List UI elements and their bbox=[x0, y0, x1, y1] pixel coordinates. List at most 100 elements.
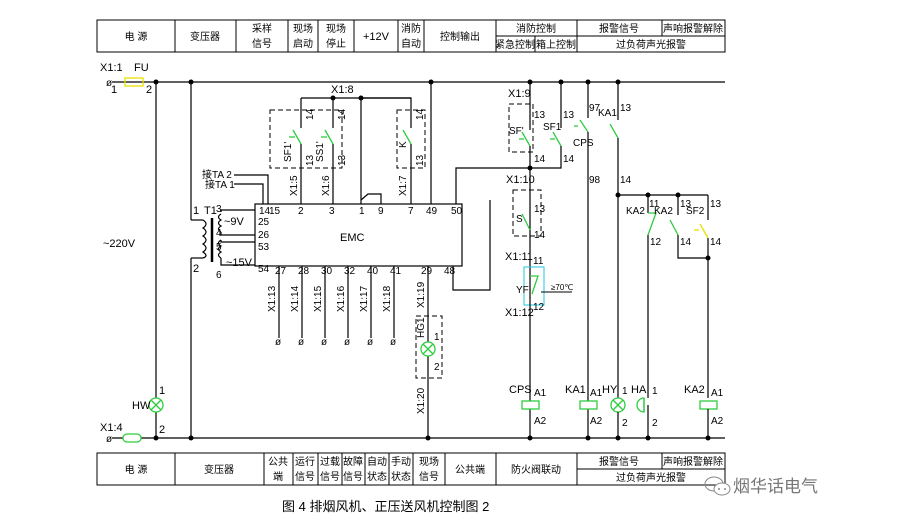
pin-2: 2 bbox=[298, 206, 304, 217]
label-ka2-14: 14 bbox=[680, 237, 692, 248]
top-header-table: 电 源 变压器 采样 信号 现场 启动 现场 停止 +12V 消防 自动 控制输… bbox=[96, 19, 726, 53]
label-s-13: 13 bbox=[534, 204, 546, 215]
coil-ka2-icon bbox=[699, 400, 718, 410]
coil-cps-icon bbox=[521, 400, 540, 410]
terminal-icon: ø bbox=[344, 337, 350, 348]
label-9v: ~9V bbox=[224, 216, 245, 228]
label-k-14: 14 bbox=[415, 108, 426, 120]
hdr-box-control: 箱上控制 bbox=[536, 38, 576, 51]
contact-ka2-nc-icon bbox=[647, 212, 657, 236]
pin-9: 9 bbox=[378, 206, 384, 217]
terminal-x1-4-icon: ø bbox=[106, 434, 112, 445]
bhdr-run-1: 运行 bbox=[295, 455, 315, 468]
label-ss1p-14: 14 bbox=[337, 108, 348, 120]
pin-53: 53 bbox=[258, 242, 270, 253]
contact-ka1-icon bbox=[609, 123, 619, 139]
pin-27: 27 bbox=[275, 266, 287, 277]
emc-top-pins: 14 15 2 3 1 9 7 49 50 bbox=[259, 206, 463, 217]
sfp-group bbox=[508, 103, 534, 153]
switch-sf1p-icon bbox=[292, 129, 302, 145]
label-ka1-a1: A1 bbox=[590, 388, 603, 399]
bhdr-common-end: 公共端 bbox=[455, 463, 485, 476]
label-ha: HA bbox=[631, 384, 647, 396]
buzzer-ha-icon bbox=[636, 397, 645, 413]
terminal-icon: ø bbox=[298, 337, 304, 348]
hg1-group bbox=[415, 315, 443, 379]
yf-group bbox=[523, 266, 545, 306]
label-emc: EMC bbox=[340, 232, 365, 244]
label-hg1-1: 1 bbox=[434, 332, 440, 343]
label-hw-2: 2 bbox=[159, 424, 165, 436]
pin-32: 32 bbox=[344, 266, 356, 277]
label-ka2-no: KA2 bbox=[654, 206, 673, 217]
label-hy-2: 2 bbox=[622, 418, 628, 429]
sf1-ss1-group bbox=[269, 109, 343, 169]
label-sf1: SF1 bbox=[543, 122, 562, 133]
label-ta2: 接TA 2 bbox=[202, 168, 232, 181]
terminal-icon: ø bbox=[321, 337, 327, 348]
bhdr-overload-1: 过载 bbox=[320, 455, 340, 468]
label-t1-5: 5 bbox=[216, 242, 222, 253]
fuse-fu-icon bbox=[124, 77, 144, 87]
label-sf1-14: 14 bbox=[563, 154, 575, 165]
hdr-fire-control: 消防控制 bbox=[516, 22, 556, 35]
emc-left-pins: 25 26 53 54 bbox=[258, 217, 270, 275]
label-x1-7: X1:7 bbox=[398, 175, 409, 196]
switch-k-icon bbox=[402, 129, 412, 145]
label-x1-13: X1:13 bbox=[267, 285, 278, 312]
label-t1-3: 3 bbox=[216, 204, 222, 215]
label-cps-98: 98 bbox=[589, 175, 601, 186]
label-sf2-14: 14 bbox=[710, 237, 722, 248]
label-ka1-a2: A2 bbox=[590, 416, 603, 427]
label-yf-11: 11 bbox=[533, 256, 544, 267]
terminal-bank: ø ø ø ø ø ø X1:13 X1:14 X1:15 X1:16 X1:1… bbox=[267, 266, 396, 348]
bhdr-overload-2: 信号 bbox=[320, 471, 340, 483]
pin-48: 48 bbox=[444, 266, 456, 277]
lamp-hy-icon bbox=[610, 397, 626, 413]
watermark-text: 烟华话电气 bbox=[733, 477, 818, 496]
pin-29: 29 bbox=[421, 266, 433, 277]
coil-ka1-icon bbox=[579, 400, 598, 410]
bhdr-common-1: 公共 bbox=[268, 456, 288, 468]
label-sf2: SF2 bbox=[686, 206, 705, 217]
label-hg1: HG1 bbox=[416, 317, 427, 338]
label-sfp-14: 14 bbox=[534, 154, 546, 165]
pin-40: 40 bbox=[367, 266, 379, 277]
label-x1-5: X1:5 bbox=[289, 175, 300, 196]
label-fu: FU bbox=[134, 62, 149, 74]
label-cps-97: 97 bbox=[589, 103, 601, 114]
label-cps-a1: A1 bbox=[534, 388, 547, 399]
hdr-control-output: 控制输出 bbox=[440, 30, 480, 43]
contact-cps-icon bbox=[579, 119, 589, 133]
label-cps-coil: CPS bbox=[509, 384, 532, 396]
hdr-emergency-control: 紧急控制 bbox=[495, 38, 535, 51]
label-ha-2: 2 bbox=[652, 418, 658, 429]
pin-1: 1 bbox=[359, 206, 365, 217]
bhdr-manual-1: 手动 bbox=[391, 455, 411, 468]
label-15v: ~15V bbox=[226, 257, 253, 269]
emc-module bbox=[254, 203, 463, 267]
label-k-13: 13 bbox=[415, 154, 426, 166]
pin-50: 50 bbox=[451, 206, 463, 217]
label-x1-19: X1:19 bbox=[416, 281, 427, 308]
pin-41: 41 bbox=[390, 266, 402, 277]
bhdr-auto-1: 自动 bbox=[367, 455, 387, 468]
switch-sfp-icon bbox=[521, 131, 531, 147]
bhdr-sound-release: 声响报警解除 bbox=[663, 455, 723, 468]
damper-yf-icon bbox=[530, 275, 539, 295]
label-t1-1: 1 bbox=[193, 205, 199, 217]
hdr-sample-2: 信号 bbox=[252, 38, 272, 50]
label-ka2-coil: KA2 bbox=[684, 384, 705, 396]
label-x1-18: X1:18 bbox=[382, 285, 393, 312]
hdr-field-start-1: 现场 bbox=[293, 22, 313, 35]
label-ss1p: SS1' bbox=[315, 141, 326, 162]
transformer-t1-icon bbox=[201, 213, 223, 262]
label-sf1p-14: 14 bbox=[305, 108, 316, 120]
bhdr-run-2: 信号 bbox=[295, 471, 315, 483]
label-t1-6: 6 bbox=[216, 270, 222, 281]
label-x1-14: X1:14 bbox=[290, 285, 301, 312]
label-sfp-13: 13 bbox=[534, 110, 546, 121]
label-sf1p-13: 13 bbox=[305, 154, 316, 166]
pin-25: 25 bbox=[258, 217, 270, 228]
